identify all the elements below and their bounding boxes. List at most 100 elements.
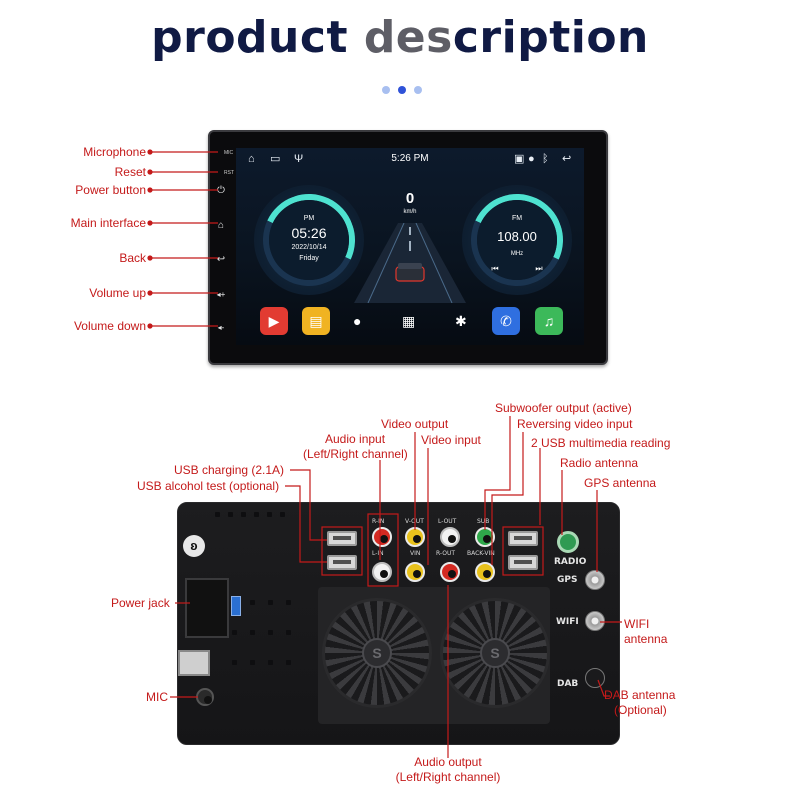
callout-audio-output-channel: (Left/Right channel) (395, 770, 501, 784)
dab-panel-label: DAB (557, 679, 579, 689)
subwoofer-jack (475, 527, 495, 547)
usb-media-port-2 (508, 555, 538, 570)
app-dock: ▶ ▤ ● ▦ ✱ ✆ ♫ (236, 303, 584, 345)
title-part-3: cription (452, 12, 649, 63)
callout-audio-output: Audio output (414, 755, 482, 769)
music-app-icon[interactable]: ♫ (535, 307, 563, 335)
phone-app-icon[interactable]: ✆ (492, 307, 520, 335)
rca-label: BACK-VIN (467, 550, 495, 557)
rca-label: R-IN (372, 518, 385, 525)
apps-grid-icon[interactable]: ▦ (402, 313, 416, 329)
power-connector (185, 578, 229, 638)
callout-mic: MIC (146, 690, 168, 704)
callout-wifi-antenna-2: antenna (624, 632, 668, 646)
fan-hub: S (362, 638, 392, 668)
back-icon[interactable]: ↩ (562, 153, 572, 165)
mic-bezel-label: MIC (224, 150, 234, 156)
callout-usb-alcohol-test: USB alcohol test (optional) (137, 479, 280, 493)
aux-connector (178, 650, 210, 676)
head-unit-screen: ⌂ ▭ Ψ 5:26 PM ▣ ● ᛒ ↩ PM 05:26 2022/10/1… (236, 148, 584, 345)
rca-label: L-IN (372, 550, 384, 557)
video-app-icon[interactable]: ▶ (260, 307, 288, 335)
audio-in-left-jack (372, 562, 392, 582)
volume-down-icon[interactable]: ◂- (217, 323, 225, 332)
cast-icon: ▣ (514, 153, 525, 165)
clock-day: Friday (299, 255, 319, 262)
clock-time: 05:26 (291, 225, 327, 241)
power-icon[interactable]: ⏻ (217, 185, 225, 196)
bluetooth-icon: ᛒ (542, 153, 549, 165)
usb-media-port-1 (508, 531, 538, 546)
usb-icon: Ψ (294, 153, 304, 165)
callout-video-input: Video input (421, 433, 481, 447)
callout-gps-antenna: GPS antenna (584, 476, 657, 490)
clock-period: PM (303, 215, 315, 222)
usb-alcohol-port (327, 555, 357, 570)
fan-hub: S (480, 638, 510, 668)
home-icon[interactable]: ⌂ (248, 153, 255, 165)
radio-antenna-port (557, 531, 579, 553)
radio-widget[interactable]: FM 108.00 MHz ⏮ ⏭ (458, 181, 576, 299)
cooling-fan-right: S (440, 598, 550, 708)
back-icon[interactable]: ↩ (216, 254, 226, 265)
callout-dab-optional: (Optional) (614, 703, 667, 717)
radio-band: FM (511, 215, 523, 222)
carousel-dots (382, 86, 422, 94)
settings-gear-icon[interactable]: ✱ (455, 313, 467, 329)
speed-value: 0 (405, 190, 415, 207)
navigation-icon[interactable]: ● (353, 313, 362, 329)
callout-dab-antenna: DAB antenna (604, 688, 676, 702)
title-part-2: des (363, 12, 453, 63)
audio-out-left-jack (440, 527, 460, 547)
radio-app-icon[interactable]: ▤ (302, 307, 330, 335)
callout-microphone: Microphone (83, 145, 146, 159)
callout-radio-antenna: Radio antenna (560, 456, 639, 470)
usb-charging-port (327, 531, 357, 546)
home-icon[interactable]: ⌂ (217, 220, 225, 231)
rst-bezel-label: RST (224, 170, 234, 176)
callout-power-button: Power button (75, 183, 146, 197)
rca-label: V-OUT (405, 518, 424, 525)
carousel-dot-active[interactable] (398, 86, 406, 94)
audio-out-right-jack (440, 562, 460, 582)
radio-unit: MHz (510, 251, 524, 257)
video-in-jack (405, 562, 425, 582)
next-icon[interactable]: ⏭ (535, 264, 543, 273)
wifi-antenna-port (585, 611, 605, 631)
gps-antenna-port (585, 570, 605, 590)
volume-up-icon[interactable]: ◂+ (216, 290, 226, 299)
page-title: product description (0, 12, 800, 63)
recent-apps-icon[interactable]: ▭ (270, 153, 281, 165)
callout-video-output: Video output (381, 417, 449, 431)
status-clock: 5:26 PM (391, 153, 429, 164)
callout-audio-input: Audio input (325, 432, 386, 446)
video-out-jack (405, 527, 425, 547)
wifi-panel-label: WIFI (556, 617, 579, 627)
radio-frequency: 108.00 (497, 229, 537, 244)
callout-main-interface: Main interface (70, 216, 146, 230)
radio-face (477, 200, 557, 280)
clock-face (269, 200, 349, 280)
audio-in-right-jack (372, 527, 392, 547)
location-icon: ● (528, 153, 535, 165)
title-part-1: product (151, 12, 364, 63)
brand-logo: ʚ (183, 535, 205, 557)
callout-power-jack: Power jack (111, 596, 170, 610)
rca-label: L-OUT (438, 518, 457, 525)
cooling-fan-left: S (322, 598, 432, 708)
rca-label: VIN (410, 550, 421, 557)
previous-icon[interactable]: ⏮ (491, 264, 499, 273)
callout-usb-multimedia: 2 USB multimedia reading (531, 436, 671, 450)
carousel-dot[interactable] (382, 86, 390, 94)
carousel-dot[interactable] (414, 86, 422, 94)
gps-panel-label: GPS (557, 575, 578, 585)
clock-date: 2022/10/14 (291, 244, 327, 251)
speed-unit: km/h (403, 209, 417, 215)
callout-reset: Reset (114, 165, 146, 179)
clock-widget[interactable]: PM 05:26 2022/10/14 Friday (250, 181, 368, 299)
reversing-video-jack (475, 562, 495, 582)
callout-volume-up: Volume up (89, 286, 146, 300)
status-bar: ⌂ ▭ Ψ 5:26 PM ▣ ● ᛒ ↩ (236, 148, 584, 170)
callout-wifi-antenna: WIFI (624, 617, 650, 631)
radio-panel-label: RADIO (554, 557, 587, 567)
